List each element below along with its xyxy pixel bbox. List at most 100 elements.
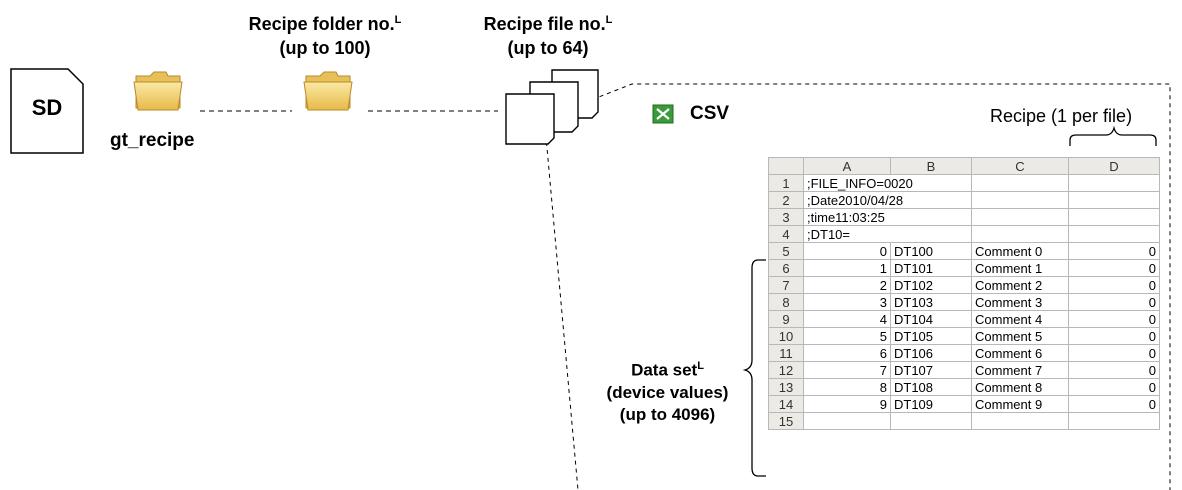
cell-c: Comment 9 [971, 395, 1069, 413]
recipe-folder-label: Recipe folder no.L (up to 100) [248, 14, 402, 58]
cell-b: DT108 [890, 378, 972, 396]
empty-cell [803, 412, 891, 430]
cell-c: Comment 0 [971, 242, 1069, 260]
row-number: 9 [768, 310, 804, 328]
row-number: 8 [768, 293, 804, 311]
table-row: 4;DT10= [768, 225, 1160, 243]
row-number: 15 [768, 412, 804, 430]
row-number: 11 [768, 344, 804, 362]
sd-card-icon [10, 68, 84, 154]
folder-icon [133, 71, 183, 111]
cell-a: 5 [803, 327, 891, 345]
recipe-file-label: Recipe file no.L (up to 64) [483, 14, 613, 58]
cell-b: DT105 [890, 327, 972, 345]
cell-d: 0 [1068, 276, 1160, 294]
cell-b: DT102 [890, 276, 972, 294]
cell-a: 1 [803, 259, 891, 277]
cell-a: 2 [803, 276, 891, 294]
row-number: 2 [768, 191, 804, 209]
row-number: 13 [768, 378, 804, 396]
row-number: 10 [768, 327, 804, 345]
cell-d: 0 [1068, 293, 1160, 311]
info-cell: ;time11:03:25 [803, 208, 972, 226]
cell-c: Comment 6 [971, 344, 1069, 362]
row-number: 3 [768, 208, 804, 226]
empty-cell [971, 208, 1069, 226]
empty-cell [971, 191, 1069, 209]
empty-cell [971, 225, 1069, 243]
row-number: 6 [768, 259, 804, 277]
cell-a: 0 [803, 242, 891, 260]
cell-c: Comment 8 [971, 378, 1069, 396]
info-cell: ;FILE_INFO=0020 [803, 174, 972, 192]
cell-d: 0 [1068, 327, 1160, 345]
cell-a: 8 [803, 378, 891, 396]
column-header: B [890, 157, 972, 175]
cell-a: 3 [803, 293, 891, 311]
table-row: 1;FILE_INFO=0020 [768, 174, 1160, 192]
cell-b: DT103 [890, 293, 972, 311]
corner-cell [768, 157, 804, 175]
data-set-label: Data setL (device values) (up to 4096) [606, 360, 729, 424]
cell-d: 0 [1068, 361, 1160, 379]
column-header: C [971, 157, 1069, 175]
table-row: 3;time11:03:25 [768, 208, 1160, 226]
cell-d: 0 [1068, 344, 1160, 362]
cell-d: 0 [1068, 242, 1160, 260]
csv-label: CSV [690, 103, 730, 124]
row-number: 5 [768, 242, 804, 260]
cell-c: Comment 1 [971, 259, 1069, 277]
row-number: 1 [768, 174, 804, 192]
cell-c: Comment 2 [971, 276, 1069, 294]
recipe-note: Recipe (1 per file) [990, 106, 1133, 126]
empty-cell [971, 174, 1069, 192]
info-cell: ;DT10= [803, 225, 972, 243]
cell-d: 0 [1068, 378, 1160, 396]
cell-b: DT109 [890, 395, 972, 413]
recipe-folder-icon [303, 71, 353, 111]
empty-cell [1068, 412, 1160, 430]
cell-c: Comment 3 [971, 293, 1069, 311]
cell-b: DT104 [890, 310, 972, 328]
cell-c: Comment 4 [971, 310, 1069, 328]
empty-cell [1068, 208, 1160, 226]
empty-cell [890, 412, 972, 430]
column-header: A [803, 157, 891, 175]
cell-b: DT101 [890, 259, 972, 277]
cell-a: 9 [803, 395, 891, 413]
cell-c: Comment 7 [971, 361, 1069, 379]
column-header: D [1068, 157, 1160, 175]
sd-label: SD [31, 95, 63, 120]
table-row: 2;Date2010/04/28 [768, 191, 1160, 209]
cell-d: 0 [1068, 310, 1160, 328]
recipe-file-stack-icon [505, 69, 599, 145]
row-number: 4 [768, 225, 804, 243]
cell-a: 6 [803, 344, 891, 362]
cell-a: 4 [803, 310, 891, 328]
empty-cell [1068, 174, 1160, 192]
info-cell: ;Date2010/04/28 [803, 191, 972, 209]
row-number: 14 [768, 395, 804, 413]
cell-d: 0 [1068, 259, 1160, 277]
cell-c: Comment 5 [971, 327, 1069, 345]
table-row: 15 [768, 412, 1160, 430]
row-number: 12 [768, 361, 804, 379]
cell-a: 7 [803, 361, 891, 379]
empty-cell [1068, 225, 1160, 243]
empty-cell [1068, 191, 1160, 209]
cell-b: DT100 [890, 242, 972, 260]
excel-icon [652, 104, 674, 124]
cell-d: 0 [1068, 395, 1160, 413]
cell-b: DT106 [890, 344, 972, 362]
